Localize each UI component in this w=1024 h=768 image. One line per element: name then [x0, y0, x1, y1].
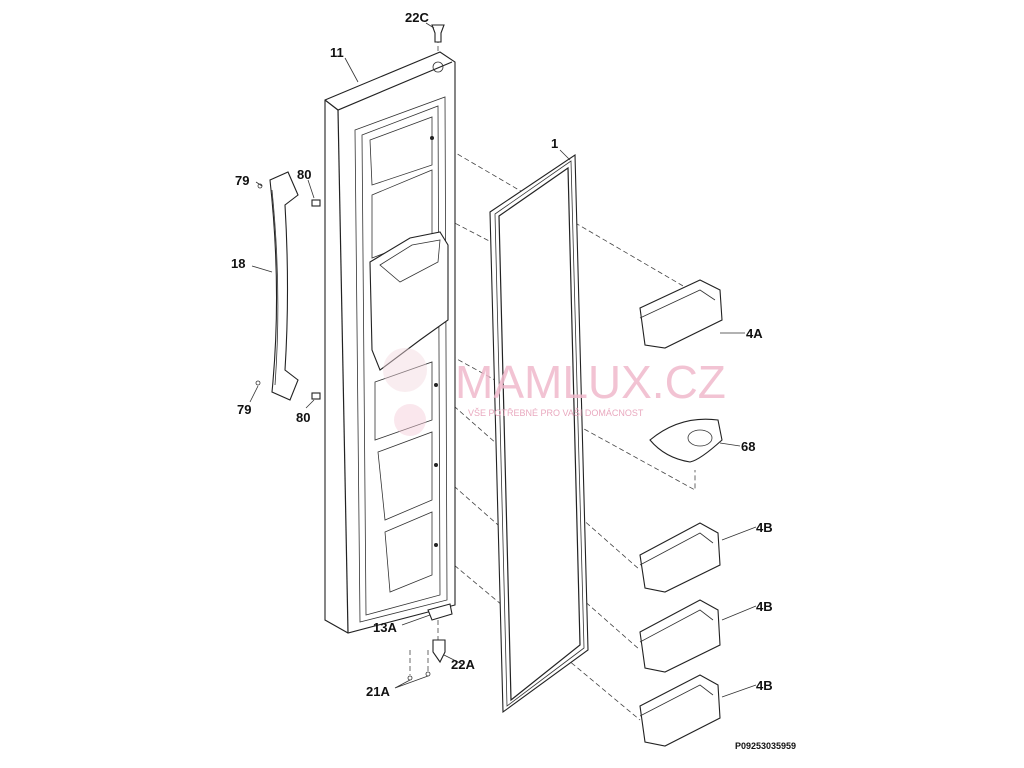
label-79-top: 79 — [235, 173, 249, 188]
label-4B-2: 4B — [756, 599, 773, 614]
door-handle — [269, 171, 299, 401]
bin-4B-1 — [639, 522, 721, 593]
watermark-brand: MAMLUX.CZ — [455, 356, 726, 408]
watermark-tagline: VŠE POTŘEBNÉ PRO VAŠI DOMÁCNOST — [468, 408, 644, 418]
label-22C: 22C — [405, 10, 429, 25]
label-68: 68 — [741, 439, 755, 454]
label-4B-3: 4B — [756, 678, 773, 693]
leader-lines — [249, 22, 757, 698]
part-labels: 22C 11 1 79 80 18 4A 79 80 68 4B 4B 4B 1… — [231, 10, 796, 751]
bin-4A — [639, 279, 723, 349]
door-panel — [324, 51, 456, 634]
label-13A: 13A — [373, 620, 397, 635]
label-18: 18 — [231, 256, 245, 271]
watermark: MAMLUX.CZ VŠE POTŘEBNÉ PRO VAŠI DOMÁCNOS… — [383, 348, 726, 436]
label-11: 11 — [330, 45, 344, 60]
fasteners — [255, 24, 453, 681]
bin-4B-3 — [639, 674, 721, 747]
label-80-top: 80 — [297, 167, 311, 182]
label-79-bottom: 79 — [237, 402, 251, 417]
bin-4B-2 — [639, 599, 721, 673]
part-number: P09253035959 — [735, 741, 796, 751]
label-4B-1: 4B — [756, 520, 773, 535]
label-22A: 22A — [451, 657, 475, 672]
ice-chute-68 — [649, 418, 723, 463]
label-1: 1 — [551, 136, 558, 151]
label-4A: 4A — [746, 326, 763, 341]
door-gasket — [489, 153, 589, 714]
label-21A: 21A — [366, 684, 390, 699]
label-80-bottom: 80 — [296, 410, 310, 425]
